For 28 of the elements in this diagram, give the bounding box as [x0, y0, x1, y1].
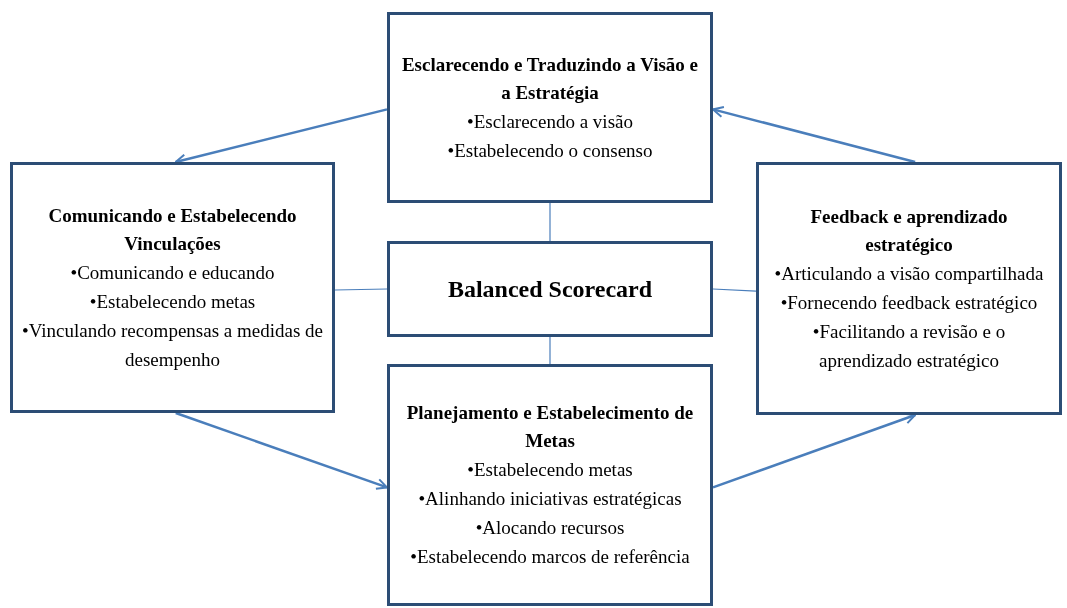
- center-title: Balanced Scorecard: [447, 275, 653, 304]
- bullet-item: •Comunicando e educando: [70, 260, 275, 285]
- box-heading: Comunicando e Estabelecendo Vinculações: [47, 203, 298, 256]
- connector-line: [549, 336, 551, 365]
- bullet-item: •Esclarecendo a visão: [467, 109, 633, 134]
- bullet-item: •Facilitando a revisão e o aprendizado estratégico: [811, 319, 1007, 373]
- bullet-item: •Fornecendo feedback estratégico: [780, 290, 1038, 315]
- bullet-item: •Estabelecendo o consenso: [447, 138, 653, 163]
- connector-line: [549, 202, 551, 242]
- box-heading: Feedback e aprendizado estratégico: [809, 204, 1009, 257]
- connector-line: [712, 288, 757, 292]
- bullet-item: •Alocando recursos: [475, 516, 625, 540]
- process-box: [10, 162, 335, 413]
- arrow: [175, 411, 388, 490]
- arrow: [712, 106, 916, 164]
- bullet-item: •Vinculando recompensas a medidas de desempenho: [21, 318, 324, 372]
- bullet-item: •Articulando a visão compartilhada: [774, 261, 1044, 286]
- connector-line: [334, 288, 388, 291]
- box-heading: Esclarecendo e Traduzindo a Visão e a Estratégia: [400, 52, 700, 105]
- bullet-item: •Alinhando iniciativas estratégicas: [418, 487, 682, 511]
- bullet-item: •Estabelecendo metas: [89, 289, 256, 314]
- bullet-item: •Estabelecendo marcos de referência: [410, 545, 690, 569]
- process-box: [387, 364, 713, 606]
- bullet-item: •Estabelecendo metas: [467, 458, 633, 482]
- process-box: [387, 12, 713, 203]
- center-box: [387, 241, 713, 337]
- box-heading: Planejamento e Estabelecimento de Metas: [405, 401, 695, 453]
- process-box: [756, 162, 1062, 415]
